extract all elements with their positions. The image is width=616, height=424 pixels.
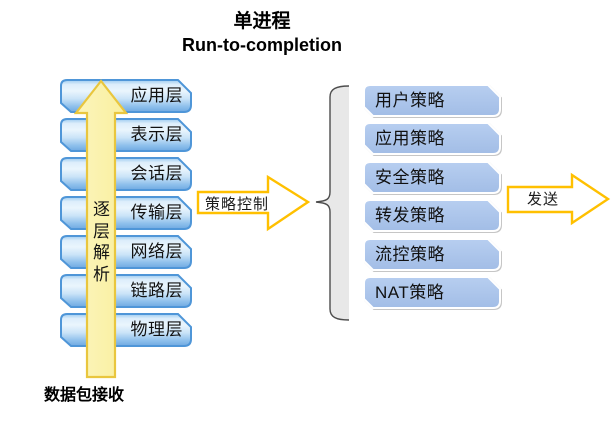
policy-box-forwarding: 转发策略	[363, 199, 501, 232]
layer-label: 会话层	[130, 164, 183, 183]
policy-label: NAT策略	[375, 283, 445, 302]
policy-box-user: 用户策略	[363, 84, 501, 117]
send-label: 发送	[526, 191, 559, 208]
right-arrow-shape	[196, 174, 311, 232]
policy-control-label: 策略控制	[204, 196, 269, 213]
policy-label: 流控策略	[375, 245, 445, 264]
policy-box-shape	[363, 161, 501, 194]
policy-box-flow-control: 流控策略	[363, 238, 501, 271]
policy-label: 转发策略	[375, 206, 445, 225]
up-arrow-shape	[73, 79, 129, 379]
policy-box-shape	[363, 199, 501, 232]
policy-control-arrow-icon: 策略控制	[196, 174, 312, 232]
layer-label: 网络层	[130, 242, 183, 261]
layer-label: 链路层	[130, 281, 183, 300]
policy-box-application: 应用策略	[363, 122, 501, 155]
brace-shape	[315, 85, 350, 321]
parse-arrow-label: 逐层解析	[93, 200, 110, 284]
layer-label: 传输层	[130, 203, 183, 222]
layer-label: 应用层	[130, 86, 183, 105]
layer-label: 表示层	[130, 125, 183, 144]
parse-up-arrow-icon	[73, 78, 130, 380]
policy-box-shape	[363, 122, 501, 155]
left-brace-icon	[308, 80, 354, 326]
policy-box-shape	[363, 84, 501, 117]
title-line-1: 单进程	[233, 11, 291, 32]
policy-box-security: 安全策略	[363, 161, 501, 194]
title-line-2: Run-to-completion	[182, 35, 342, 55]
policy-box-shape	[363, 238, 501, 271]
policy-label: 应用策略	[375, 129, 445, 148]
send-arrow-icon: 发送	[506, 172, 612, 226]
packet-receive-label: 数据包接收	[44, 387, 125, 404]
policy-label: 用户策略	[375, 91, 445, 110]
policy-label: 安全策略	[375, 168, 445, 187]
policy-box-nat: NAT策略	[363, 276, 501, 309]
policy-box-shape	[363, 276, 501, 309]
right-arrow-shape	[506, 172, 611, 226]
diagram-title: 单进程 Run-to-completion	[62, 10, 462, 57]
layer-label: 物理层	[130, 320, 183, 339]
